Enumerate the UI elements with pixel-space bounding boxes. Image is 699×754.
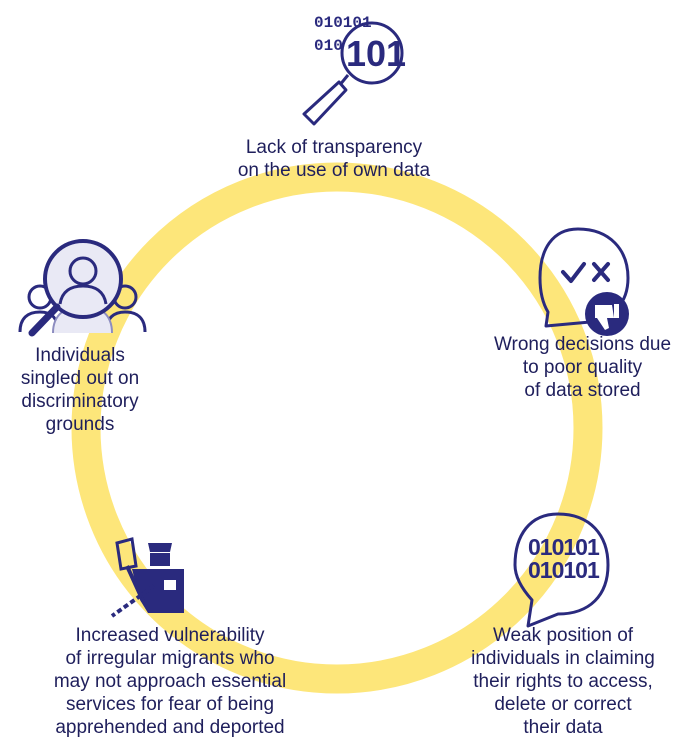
label-line: delete or correct — [494, 694, 632, 715]
label-line: their data — [523, 717, 603, 738]
binary-bubble-line-1: 010101 — [528, 534, 600, 560]
label-line: grounds — [45, 414, 115, 435]
label-line: on the use of own data — [237, 160, 431, 181]
label-vulnerability: Increased vulnerability of irregular mig… — [5, 624, 335, 739]
binary-bubble-line-2: 010101 — [528, 557, 600, 583]
label-line: singled out on — [20, 368, 140, 389]
cycle-ring — [71, 162, 603, 694]
police-officer-icon — [110, 537, 184, 618]
label-wrong-decisions: Wrong decisions due to poor quality of d… — [470, 333, 695, 402]
binary-text-mid: 010 — [314, 37, 343, 55]
label-line: apprehended and deported — [55, 717, 285, 738]
label-line: discriminatory — [21, 391, 139, 412]
label-line: their rights to access, — [473, 671, 653, 692]
label-weak-position: Weak position of individuals in claiming… — [433, 624, 693, 739]
label-line: may not approach essential — [53, 671, 287, 692]
label-line: Weak position of — [492, 625, 634, 646]
binary-text-lens: 101 — [346, 33, 406, 74]
label-line: Lack of transparency — [245, 137, 423, 158]
label-line: Wrong decisions due — [493, 334, 672, 355]
binary-magnifier-icon: 010101 010 101 — [302, 14, 406, 126]
thumbs-down-speech-bubble-icon — [538, 227, 630, 336]
label-line: individuals in claiming — [471, 648, 655, 669]
label-transparency: Lack of transparency on the use of own d… — [199, 136, 469, 182]
binary-speech-bubble-icon: 010101 010101 — [513, 512, 610, 628]
label-discrimination: Individuals singled out on discriminator… — [0, 344, 160, 436]
label-line: Increased vulnerability — [75, 625, 265, 646]
label-line: Individuals — [35, 345, 125, 366]
label-line: services for fear of being — [65, 694, 275, 715]
label-line: of data stored — [524, 380, 641, 401]
label-line: of irregular migrants who — [65, 648, 275, 669]
magnified-person-icon — [18, 239, 147, 337]
label-line: to poor quality — [522, 357, 643, 378]
